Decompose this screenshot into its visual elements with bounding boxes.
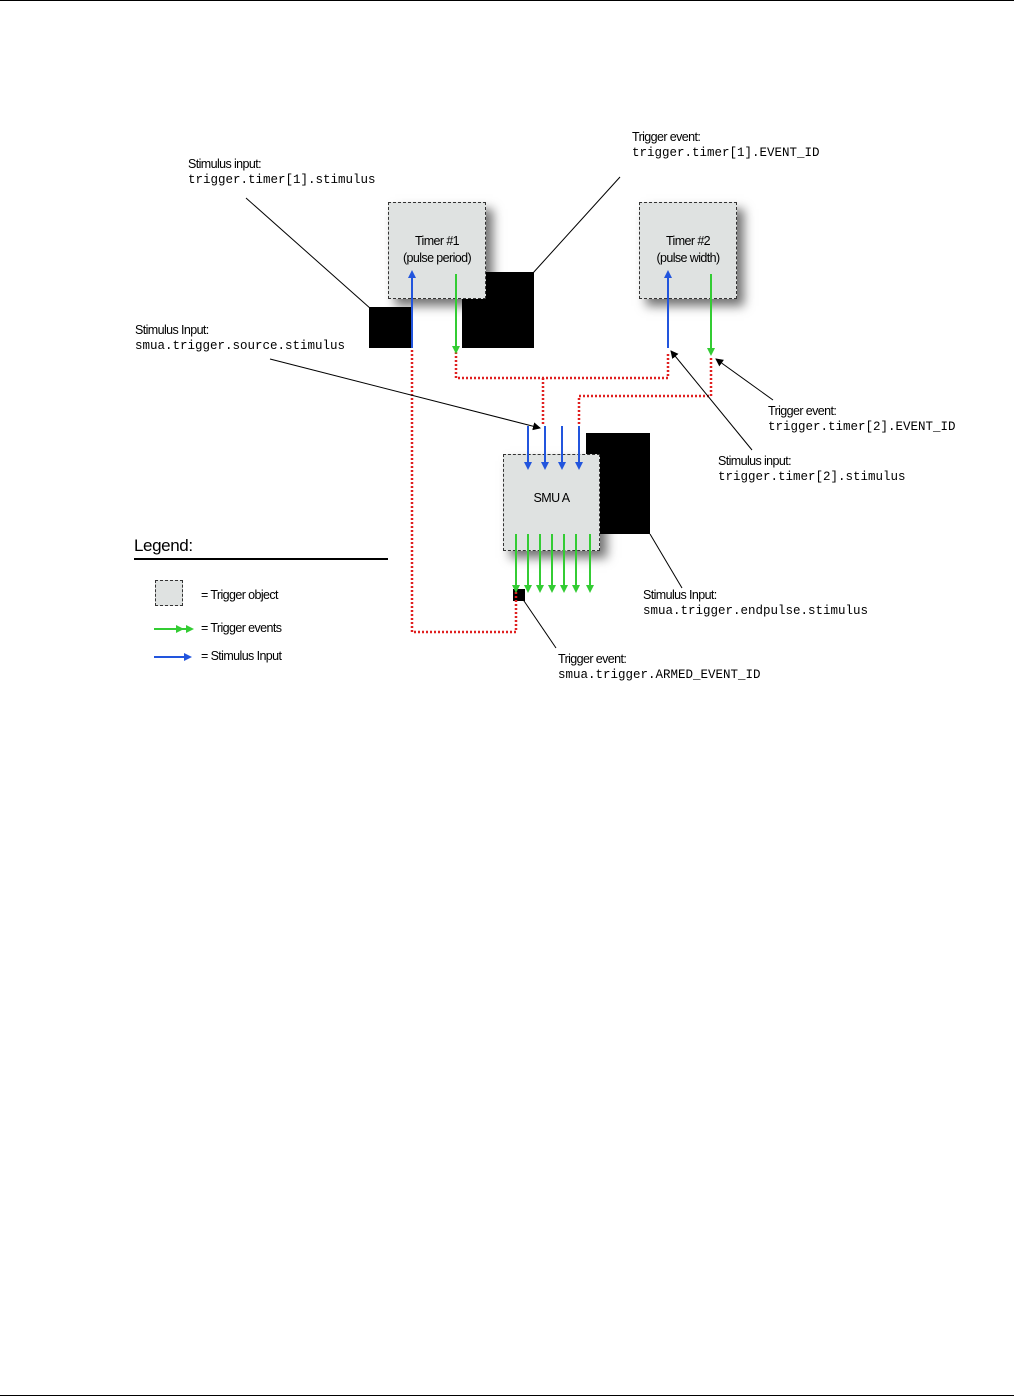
leader-source-stimulus [269,358,541,431]
route-timer1-to-smu [454,352,670,380]
redaction-block [369,307,411,348]
timer2-subtitle: (pulse width) [656,251,720,265]
callout-armed-event: Trigger event: smua.trigger.ARMED_EVENT_… [558,651,761,683]
callout-caption: Stimulus input: [718,454,792,468]
leader-timer1-stimulus [245,197,372,310]
leader-timer2-event [715,358,774,401]
callout-caption: Stimulus Input: [135,323,209,337]
callout-code: trigger.timer[1].EVENT_ID [632,146,820,160]
legend-item-trigger-events: = Trigger events [201,621,282,635]
callout-caption: Trigger event: [768,404,837,418]
callout-caption: Trigger event: [632,130,701,144]
callout-caption: Trigger event: [558,652,627,666]
timer1-box[interactable]: Timer #1 (pulse period) [388,202,486,299]
smu-a-title: SMU A [533,491,571,505]
callout-timer2-event: Trigger event: trigger.timer[2].EVENT_ID [768,403,956,435]
callout-source-stimulus: Stimulus Input: smua.trigger.source.stim… [135,322,345,354]
callout-code: trigger.timer[1].stimulus [188,173,376,187]
callout-caption: Stimulus input: [188,157,262,171]
callout-code: smua.trigger.ARMED_EVENT_ID [558,668,761,682]
smu-a-box[interactable]: SMU A [503,454,600,551]
bottom-rule [0,1395,1014,1396]
callout-endpulse-stimulus: Stimulus Input: smua.trigger.endpulse.st… [643,587,868,619]
timer2-box[interactable]: Timer #2 (pulse width) [639,202,737,299]
top-rule [0,0,1014,1]
callout-code: trigger.timer[2].EVENT_ID [768,420,956,434]
legend-item-trigger-object: = Trigger object [201,588,279,602]
timer1-subtitle: (pulse period) [402,251,472,265]
callout-timer2-stimulus: Stimulus input: trigger.timer[2].stimulu… [718,453,906,485]
callout-code: trigger.timer[2].stimulus [718,470,906,484]
callout-code: smua.trigger.source.stimulus [135,339,346,353]
timer1-title: Timer #1 [414,234,460,248]
leader-timer2-stimulus [670,350,753,451]
legend-item-stimulus-input: = Stimulus Input [201,649,282,663]
leader-timer1-event [532,176,621,274]
route-timer2-to-smu [577,358,713,426]
legend-trigger-object-swatch [155,580,183,606]
timer2-title: Timer #2 [665,234,711,248]
leader-armed-event [521,597,557,649]
legend-title: Legend: [134,536,193,555]
callout-code: smua.trigger.endpulse.stimulus [643,604,869,618]
leader-endpulse-stimulus [649,533,683,589]
route-armed-to-timer1 [410,350,518,634]
callout-timer1-event: Trigger event: trigger.timer[1].EVENT_ID [632,129,820,161]
callout-timer1-stimulus: Stimulus input: trigger.timer[1].stimulu… [188,156,376,188]
callout-caption: Stimulus Input: [643,588,717,602]
